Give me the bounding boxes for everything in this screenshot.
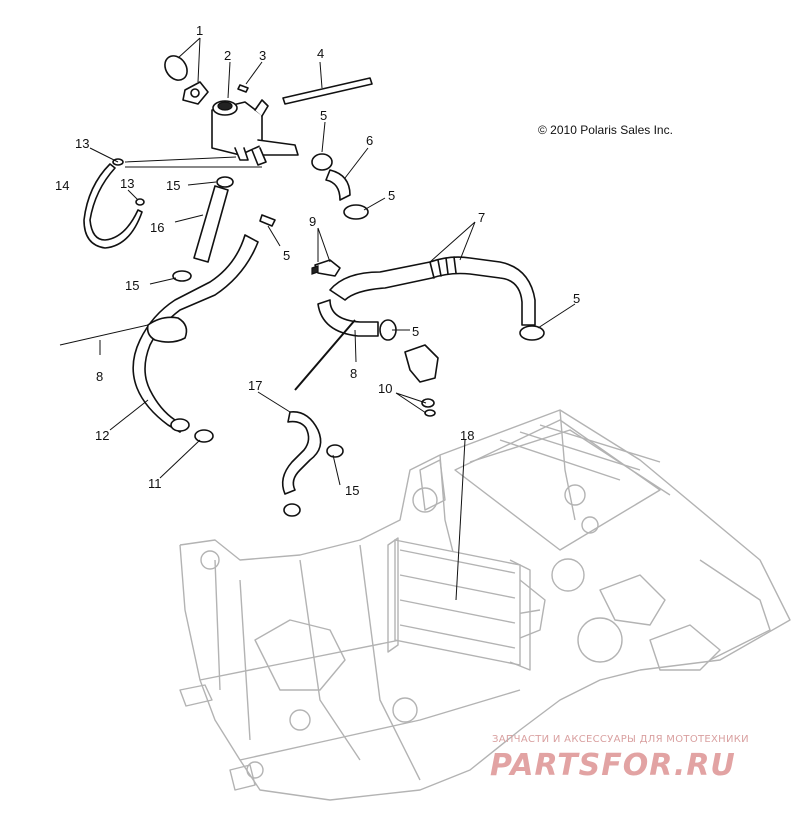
callout-15c: 15 bbox=[345, 483, 359, 498]
main-hose bbox=[132, 234, 259, 433]
callout-13a: 13 bbox=[75, 136, 89, 151]
filler-cap bbox=[164, 55, 209, 105]
callout-7: 7 bbox=[478, 210, 485, 225]
heat-exchanger bbox=[387, 537, 531, 671]
rod bbox=[282, 77, 373, 105]
callout-5e: 5 bbox=[412, 324, 419, 339]
callout-8b: 8 bbox=[350, 366, 357, 381]
watermark-logo: PARTSFOR.RU bbox=[490, 748, 736, 783]
callout-18: 18 bbox=[460, 428, 474, 443]
hose-clamps bbox=[259, 153, 545, 341]
cross-hose bbox=[59, 299, 379, 391]
copyright-notice: © 2010 Polaris Sales Inc. bbox=[538, 123, 673, 137]
elbow-hose bbox=[325, 169, 351, 201]
callout-3: 3 bbox=[259, 48, 266, 63]
leader-lines bbox=[89, 37, 576, 601]
bypass-hose bbox=[193, 185, 229, 263]
callout-1: 1 bbox=[196, 23, 203, 38]
callout-5b: 5 bbox=[388, 188, 395, 203]
callout-8a: 8 bbox=[96, 369, 103, 384]
callout-9: 9 bbox=[309, 214, 316, 229]
callout-6: 6 bbox=[366, 133, 373, 148]
lower-clamp bbox=[194, 429, 214, 443]
clip bbox=[311, 259, 341, 277]
radiator-hose bbox=[329, 256, 536, 326]
watermark: ЗАПЧАСТИ И АКСЕССУАРЫ ДЛЯ МОТОТЕХНИКИ PA… bbox=[490, 734, 749, 783]
callout-16: 16 bbox=[150, 220, 164, 235]
callout-11: 11 bbox=[148, 476, 162, 491]
watermark-tagline: ЗАПЧАСТИ И АКСЕССУАРЫ ДЛЯ МОТОТЕХНИКИ bbox=[492, 734, 749, 745]
coolant-bottle bbox=[211, 99, 299, 166]
chassis-frame bbox=[179, 409, 791, 801]
callout-2: 2 bbox=[224, 48, 231, 63]
clamps-15 bbox=[172, 176, 344, 458]
s-hose bbox=[281, 411, 322, 517]
callout-15a: 15 bbox=[166, 178, 180, 193]
callout-numbers: 1 2 3 4 5 5 5 5 5 6 7 8 8 9 10 11 12 13 … bbox=[55, 23, 580, 498]
callout-13b: 13 bbox=[120, 176, 134, 191]
callout-4: 4 bbox=[317, 46, 324, 61]
callout-17: 17 bbox=[248, 378, 262, 393]
callout-15b: 15 bbox=[125, 278, 139, 293]
callout-14: 14 bbox=[55, 178, 69, 193]
callout-5a: 5 bbox=[320, 108, 327, 123]
callout-10: 10 bbox=[378, 381, 392, 396]
small-hose bbox=[83, 158, 145, 249]
callout-12: 12 bbox=[95, 428, 109, 443]
callout-5c: 5 bbox=[283, 248, 290, 263]
screw bbox=[237, 84, 249, 93]
callout-5d: 5 bbox=[573, 291, 580, 306]
thermostat-housing bbox=[404, 344, 439, 417]
